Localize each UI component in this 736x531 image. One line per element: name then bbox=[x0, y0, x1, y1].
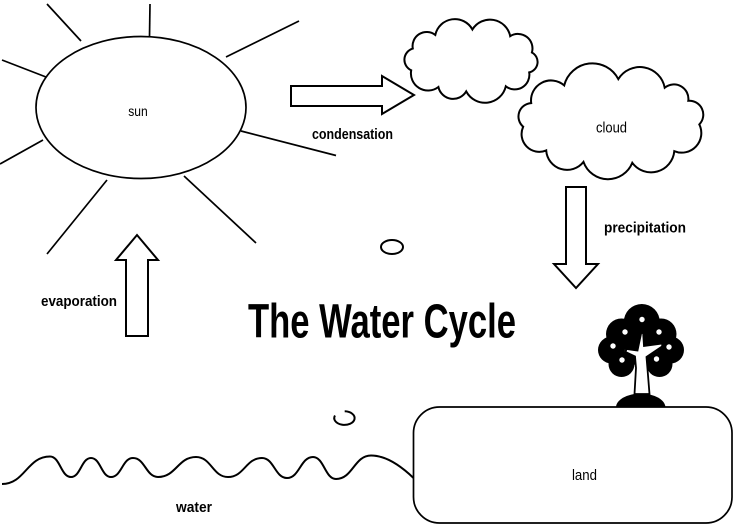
svg-text:The Water Cycle: The Water Cycle bbox=[248, 296, 516, 349]
svg-text:cloud: cloud bbox=[596, 120, 627, 137]
svg-text:evaporation: evaporation bbox=[41, 293, 117, 310]
svg-text:condensation: condensation bbox=[312, 126, 393, 143]
svg-text:land: land bbox=[572, 468, 597, 484]
svg-text:water: water bbox=[175, 499, 212, 516]
svg-text:precipitation: precipitation bbox=[604, 220, 686, 237]
svg-text:sun: sun bbox=[128, 103, 148, 119]
